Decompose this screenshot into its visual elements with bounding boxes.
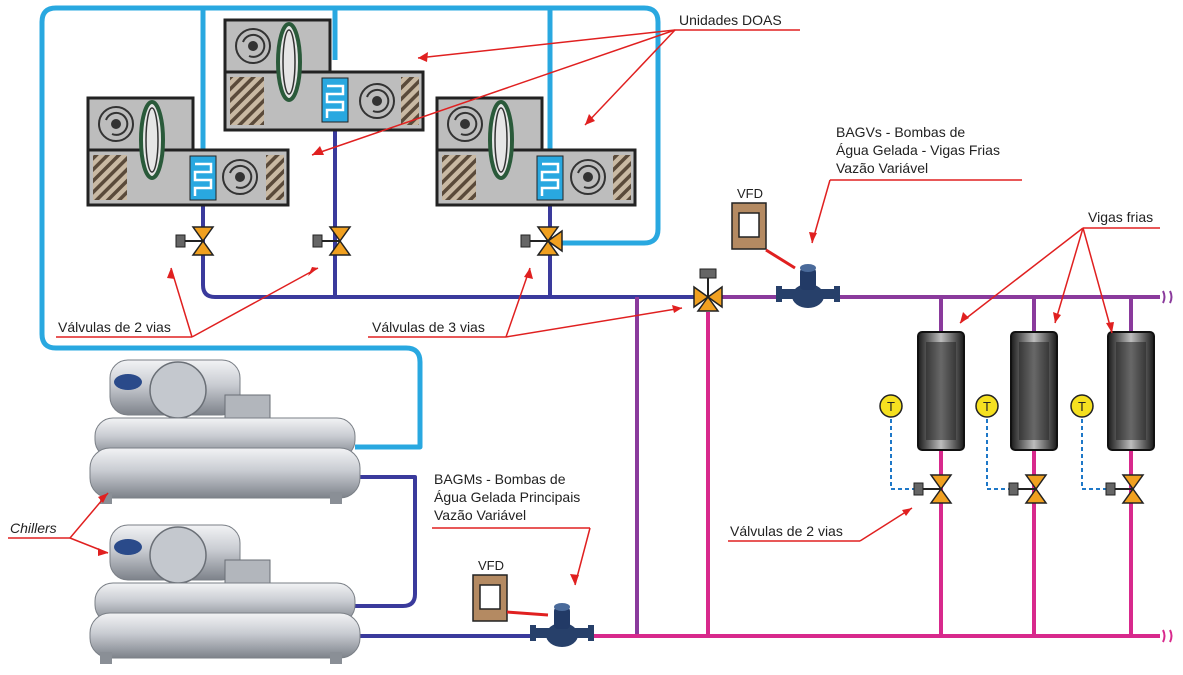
label-doas-units: Unidades DOAS (679, 12, 782, 28)
temperature-sensor-icon: T (1070, 394, 1094, 418)
doas-unit-1 (86, 96, 290, 207)
label-bagm-line3: Vazão Variável (434, 507, 526, 523)
chilled-beam-2 (1010, 331, 1058, 451)
temperature-sensor-icon: T (879, 394, 903, 418)
leader-arrowheads (98, 52, 1114, 585)
heat-wheel-icon (139, 100, 165, 180)
label-bagv-line2: Água Gelada - Vigas Frias (836, 142, 1000, 158)
svg-text:T: T (983, 399, 991, 414)
vfd-icon (731, 202, 767, 250)
label-bagm-line1: BAGMs - Bombas de (434, 471, 566, 487)
coil-icon (320, 76, 350, 124)
chilled-beam-3 (1107, 331, 1155, 451)
fan-icon (570, 159, 606, 195)
two-way-valve-icon (175, 226, 214, 256)
mixing-valve-icon (693, 268, 723, 312)
fan-icon (235, 28, 271, 64)
label-chilled-beams: Vigas frias (1088, 209, 1153, 225)
leader-lines (8, 29, 1160, 586)
chilled-beam-1 (917, 331, 965, 451)
label-vfd-top: VFD (737, 186, 763, 201)
primary-chilled-water-loop (201, 120, 700, 638)
label-two-way-valves-bottom: Válvulas de 2 vias (730, 523, 843, 539)
heat-wheel-icon (276, 22, 302, 102)
label-two-way-valves-top: Válvulas de 2 vias (58, 319, 171, 335)
temperature-sensor-icon: T (975, 394, 999, 418)
pump-icon (776, 264, 840, 308)
fan-icon (447, 106, 483, 142)
label-bagv-line3: Vazão Variável (836, 160, 928, 176)
two-way-valve-icon (1105, 474, 1144, 504)
label-three-way-valves: Válvulas de 3 vias (372, 319, 485, 335)
svg-text:T: T (887, 399, 895, 414)
fan-icon (98, 106, 134, 142)
pump-icon (530, 603, 594, 647)
secondary-loop (635, 295, 1160, 636)
fan-icon (222, 159, 258, 195)
label-bagv-line1: BAGVs - Bombas de (836, 124, 965, 140)
chiller-1 (89, 359, 361, 504)
fan-icon (359, 83, 395, 119)
svg-text:T: T (1078, 399, 1086, 414)
two-way-valve-icon (913, 474, 952, 504)
label-bagm-line2: Água Gelada Principais (434, 489, 580, 505)
coil-icon (188, 154, 218, 202)
heat-wheel-icon (488, 100, 514, 180)
doas-unit-2 (223, 18, 425, 132)
chiller-2 (89, 524, 361, 664)
condenser-water-loop (39, 5, 661, 450)
three-way-valve-icon (520, 226, 563, 256)
label-vfd-bottom: VFD (478, 558, 504, 573)
doas-unit-3 (435, 96, 637, 207)
coil-icon (535, 154, 565, 202)
two-way-valve-icon (312, 226, 351, 256)
two-way-valve-icon (1008, 474, 1047, 504)
sensor-control-lines (890, 419, 1106, 490)
chilled-beam-loop (565, 312, 1160, 638)
pipe-break-marks (1162, 290, 1173, 643)
label-chillers: Chillers (10, 520, 57, 536)
vfd-icon (472, 574, 508, 622)
